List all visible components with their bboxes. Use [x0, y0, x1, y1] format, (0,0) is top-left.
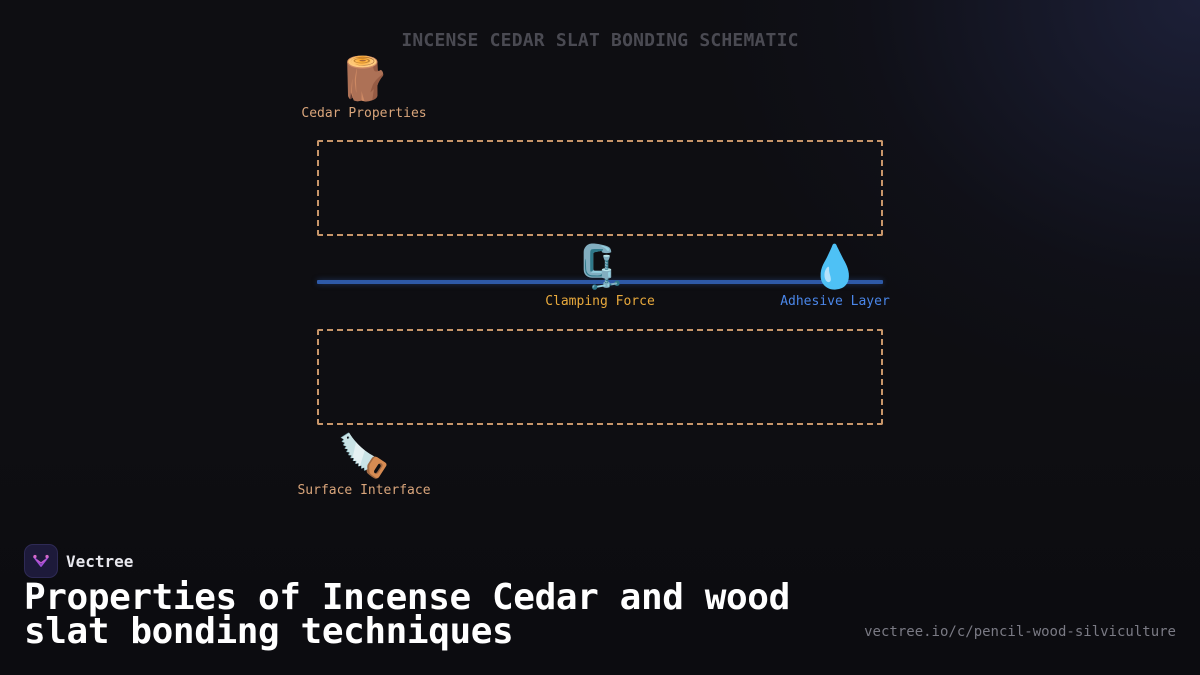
page-headline: Properties of Incense Cedar and wood sla…	[24, 577, 790, 652]
diagram-title: INCENSE CEDAR SLAT BONDING SCHEMATIC	[401, 30, 799, 51]
adhesive-layer-node: 💧 Adhesive Layer	[755, 242, 915, 309]
brand-name: Vectree	[66, 551, 134, 571]
clamp-icon: 🗜️	[573, 242, 627, 291]
source-url: vectree.io/c/pencil-wood-silviculture	[864, 624, 1176, 640]
top-slat-outline	[317, 140, 883, 236]
saw-icon: 🪚	[337, 431, 391, 480]
adhesive-layer-label: Adhesive Layer	[780, 294, 890, 309]
surface-interface-node: 🪚 Surface Interface	[284, 431, 444, 498]
vectree-logo-icon	[24, 544, 58, 578]
water-droplet-icon: 💧	[808, 242, 862, 291]
surface-interface-label: Surface Interface	[297, 483, 431, 498]
cedar-properties-node: 🪵 Cedar Properties	[284, 54, 444, 121]
wood-log-icon: 🪵	[337, 54, 391, 103]
cedar-properties-label: Cedar Properties	[301, 106, 427, 121]
bottom-slat-outline	[317, 329, 883, 425]
clamping-force-node: 🗜️ Clamping Force	[520, 242, 680, 309]
brand: Vectree	[24, 544, 133, 578]
adhesive-glue-line	[317, 280, 883, 284]
clamping-force-label: Clamping Force	[545, 294, 655, 309]
